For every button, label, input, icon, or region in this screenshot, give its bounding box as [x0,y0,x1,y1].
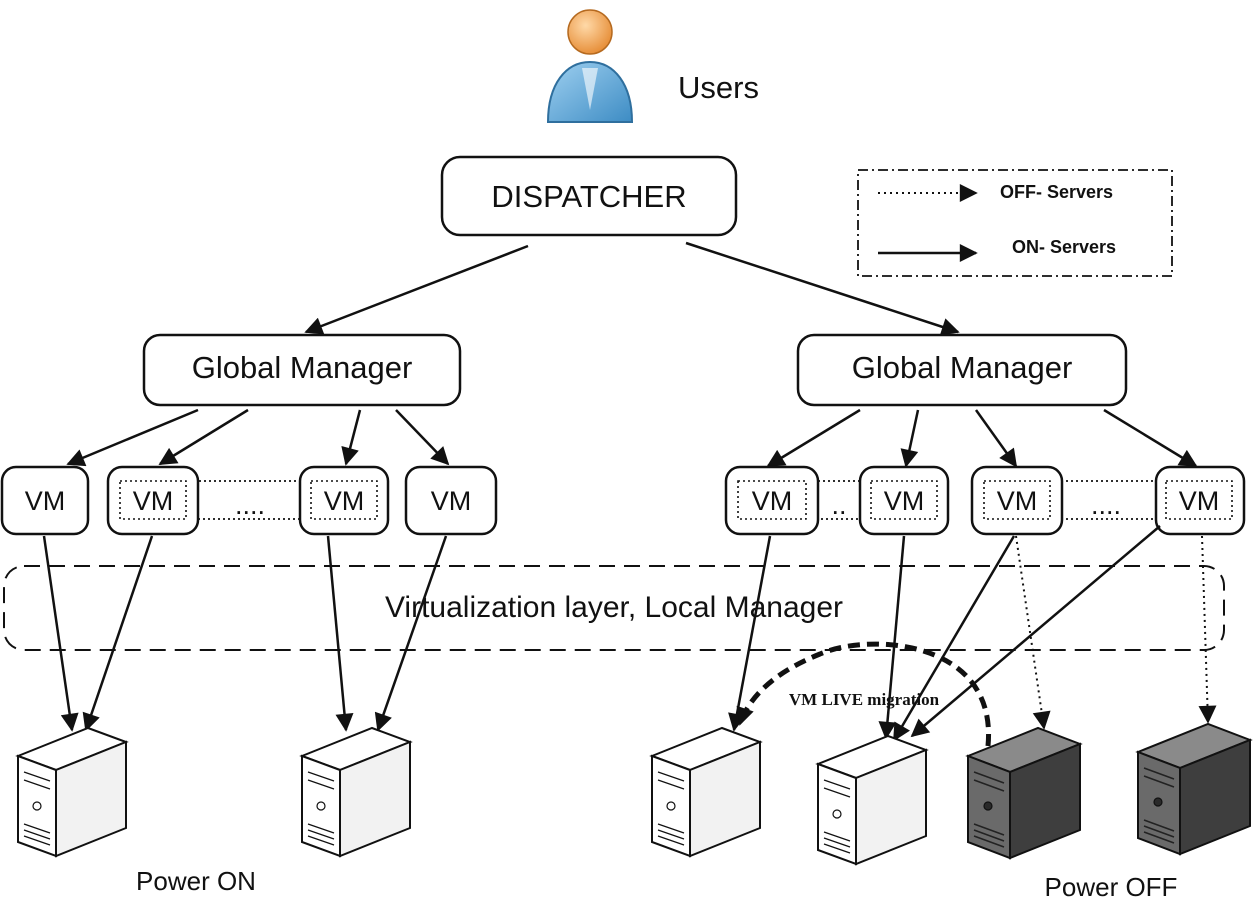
vm-ellipsis-right-b: .... [1091,490,1121,520]
vm-2: VM [106,465,200,536]
arrow-gm-left-to-vm-3 [341,409,362,466]
global-manager-left [142,333,462,407]
arrow-vm-5-to-server-3 [728,535,772,732]
vm-5: VM [724,465,820,536]
vm-6-label: VM [884,486,925,516]
vm-2-label: VM [133,486,174,516]
dispatcher-label: DISPATCHER [491,179,686,214]
global-manager-right-label: Global Manager [852,350,1073,385]
legend: OFF- Servers ON- Servers [857,169,1173,277]
legend-off-label: OFF- Servers [1000,182,1113,202]
arrow-gm-right-to-vm-5 [766,408,861,468]
user-icon [546,9,634,123]
arrow-vm-8-to-server-4 [910,525,1161,738]
live-migration-label: VM LIVE migration [789,690,940,709]
arrow-gm-left-to-vm-1 [66,408,199,467]
legend-on-label: ON- Servers [1012,237,1116,257]
server-on-2 [299,726,413,858]
vm-ellipsis-left: .... [235,490,265,520]
users-label: Users [678,70,759,105]
arrow-dispatcher-to-gm-left [304,244,529,335]
arrow-vm-3-to-server-2 [326,535,354,732]
vm-8-label: VM [1179,486,1220,516]
live-migration-arrow [736,641,991,747]
vm-7: VM [970,465,1064,536]
vm-8: VM [1154,465,1246,536]
arrow-vm-7-to-server-4 [892,535,1016,742]
vm-ellipsis-right-a: .. [831,490,846,520]
virtualization-layer-label: Virtualization layer, Local Manager [385,591,843,624]
arrow-vm-1-to-server-1 [42,535,79,732]
power-on-caption: Power ON [136,866,256,896]
arrow-gm-right-to-vm-8 [1103,408,1198,468]
arrow-vm-4-to-server-2 [374,535,448,732]
arrow-vm-6-to-server-4 [878,535,906,740]
vm-3: VM [298,465,390,536]
arrow-gm-right-to-vm-6 [900,409,920,468]
global-manager-left-label: Global Manager [192,350,413,385]
arrow-gm-left-to-vm-2 [158,408,249,466]
server-off-2 [1135,722,1253,856]
arrow-dispatcher-to-gm-right [685,241,960,336]
server-off-1 [965,726,1083,860]
vm-7-label: VM [997,486,1038,516]
vm-6: VM [858,465,950,536]
vm-5-label: VM [752,486,793,516]
server-on-3 [649,726,763,858]
vm-4: VM [404,465,498,536]
vm-3-label: VM [324,486,365,516]
arrow-vm-8-to-server-6-off [1198,535,1217,724]
arrow-vm-7-to-server-5-off [1015,535,1051,730]
vm-1: VM [0,465,90,536]
vm-1-label: VM [25,486,66,516]
arrow-vm-2-to-server-1 [82,535,154,732]
global-manager-right [796,333,1128,407]
dispatcher-node [440,155,738,237]
virtualization-layer [3,565,1225,651]
vm-4-label: VM [431,486,472,516]
arrow-gm-right-to-vm-7 [974,409,1018,468]
arrow-gm-left-to-vm-4 [395,409,450,466]
server-on-4 [815,734,929,866]
power-off-caption: Power OFF [1045,872,1178,902]
server-on-1 [15,726,129,858]
